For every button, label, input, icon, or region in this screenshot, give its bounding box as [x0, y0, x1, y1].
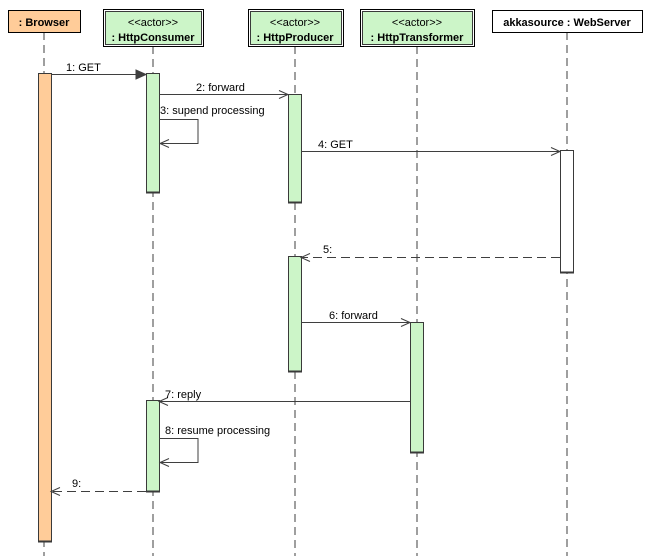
message-label-2: 2: forward — [196, 82, 245, 94]
participant-box-inner-producer — [250, 11, 342, 45]
participant-name-consumer: : HttpConsumer — [111, 32, 195, 44]
message-arrowhead-5 — [299, 253, 311, 262]
activation-bar-browser-1 — [38, 73, 52, 542]
message-arrowhead-4 — [550, 147, 562, 156]
activation-bar-transformer-1 — [410, 322, 424, 453]
participant-name-browser: : Browser — [19, 17, 70, 29]
participant-name-producer: : HttpProducer — [257, 32, 335, 44]
message-arrowhead-3 — [158, 139, 170, 148]
message-arrowhead-9 — [49, 487, 61, 496]
activation-bar-producer-2 — [288, 256, 302, 372]
activation-bar-consumer-1 — [146, 73, 160, 193]
message-arrowhead-7 — [157, 397, 169, 406]
participant-box-browser — [8, 10, 81, 33]
message-label-8: 8: resume processing — [165, 425, 270, 437]
participant-box-inner-transformer — [362, 11, 473, 45]
participant-box-webserver — [492, 10, 643, 33]
participant-box-inner-consumer — [105, 11, 202, 45]
message-label-4: 4: GET — [318, 139, 353, 151]
participant-stereotype-consumer: <<actor>> — [128, 17, 178, 29]
message-label-3: 3: supend processing — [160, 105, 265, 117]
participant-name-webserver: akkasource : WebServer — [503, 17, 631, 29]
message-label-7: 7: reply — [165, 389, 202, 401]
message-line-8 — [159, 438, 199, 463]
message-label-1: 1: GET — [66, 62, 101, 74]
participant-stereotype-transformer: <<actor>> — [392, 17, 442, 29]
message-label-5: 5: — [323, 244, 332, 256]
message-arrowhead-8 — [158, 458, 170, 467]
participant-name-transformer: : HttpTransformer — [371, 32, 465, 44]
message-label-6: 6: forward — [329, 310, 378, 322]
activation-bar-producer-1 — [288, 94, 302, 203]
participant-stereotype-producer: <<actor>> — [270, 17, 320, 29]
message-label-9: 9: — [72, 478, 81, 490]
activation-bar-webserver-1 — [560, 150, 574, 273]
message-arrowhead-1 — [135, 69, 148, 80]
activation-bar-consumer-2 — [146, 400, 160, 492]
message-arrowhead-6 — [400, 318, 412, 327]
message-arrowhead-2 — [278, 90, 290, 99]
message-line-3 — [159, 119, 199, 144]
